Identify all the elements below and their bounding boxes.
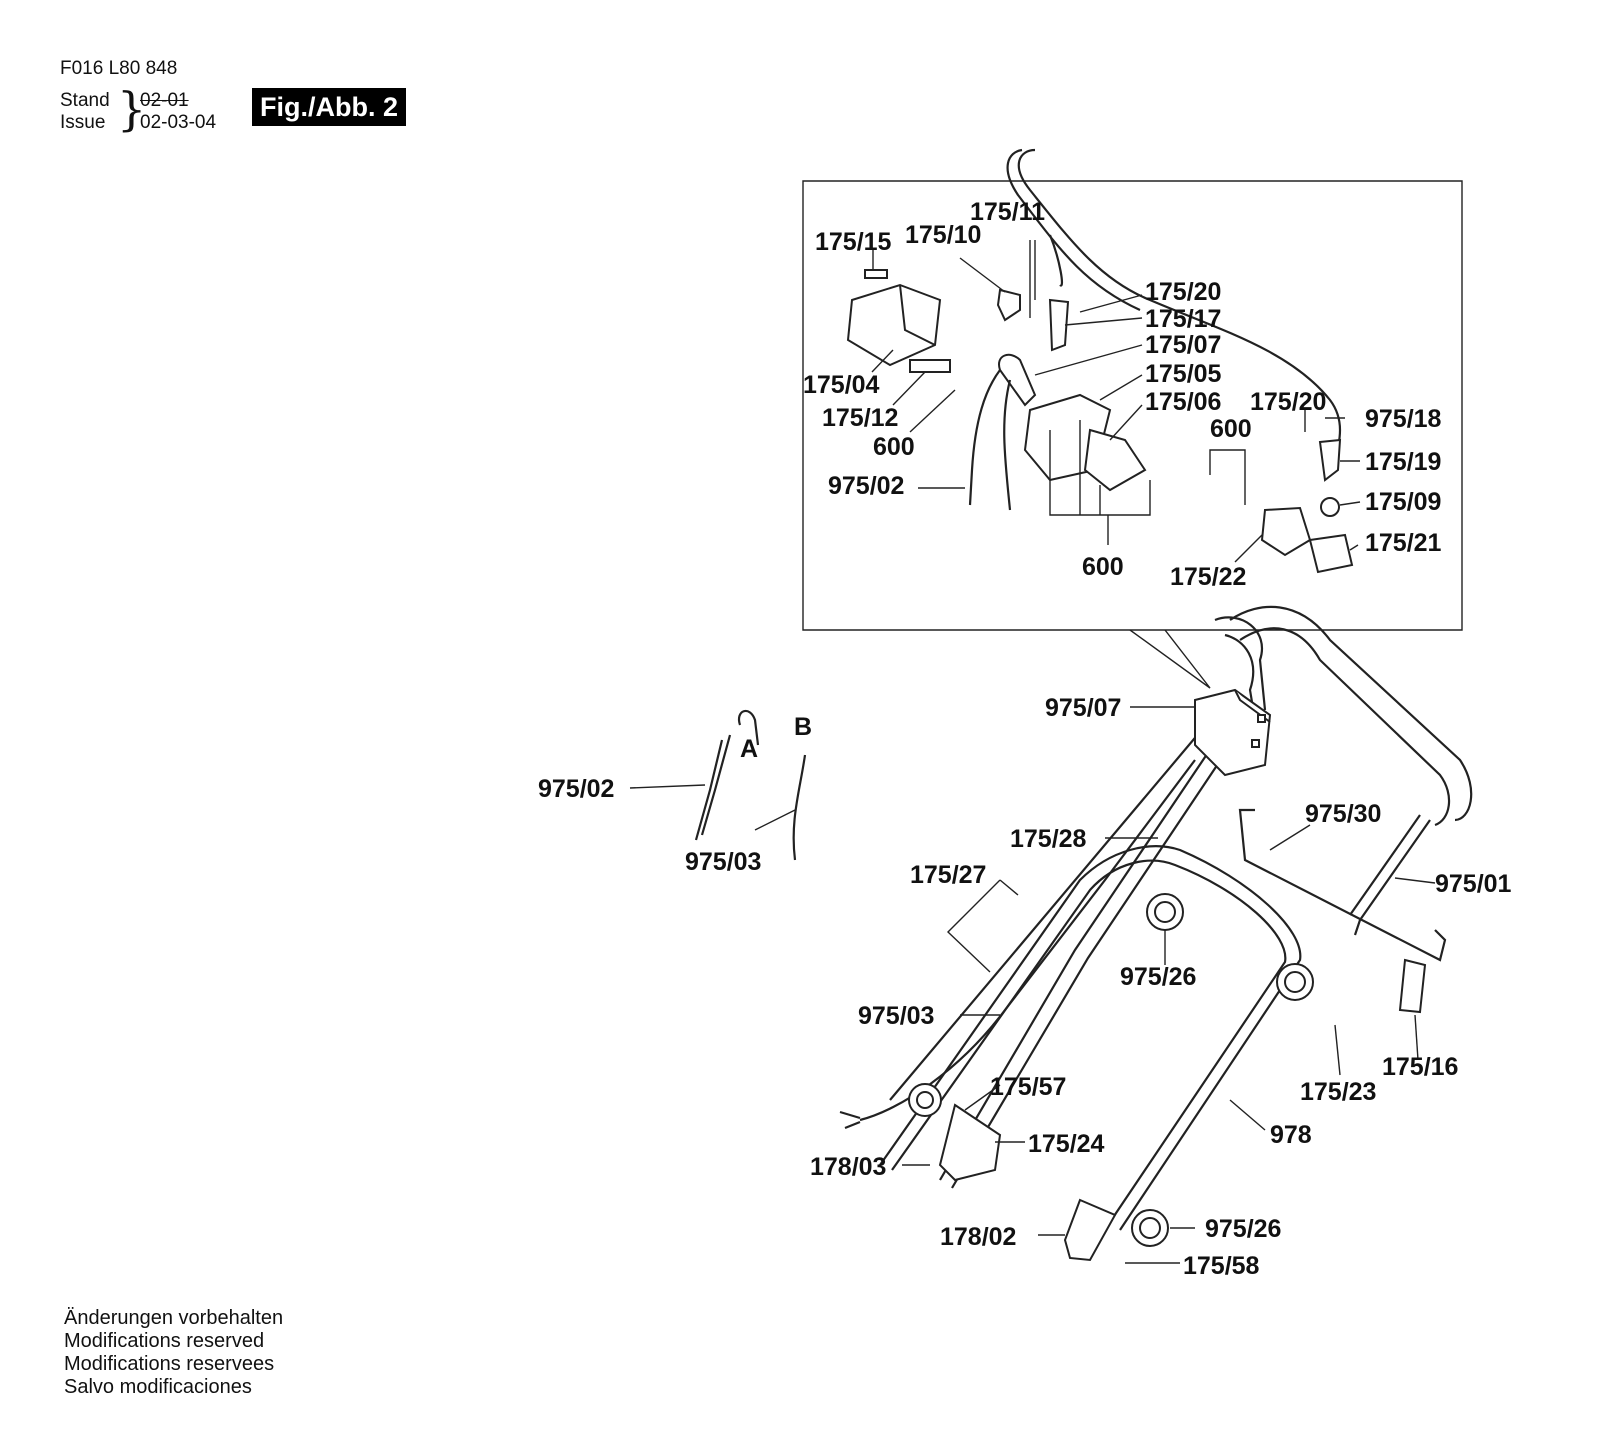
knob-975-26-right — [1276, 963, 1314, 1001]
cable-clamp-175-07 — [998, 353, 1037, 407]
label-175-23: 175/23 — [1300, 1078, 1376, 1106]
issue-date: 02-03-04 — [140, 112, 217, 133]
spring-175-09 — [1320, 497, 1340, 517]
label-175-20-upper: 175/20 — [1145, 278, 1221, 306]
label-975-03-upper: 975/03 — [685, 848, 761, 876]
document-number: F016 L80 848 — [60, 58, 178, 79]
cap-175-21 — [1308, 533, 1354, 574]
part-175-12 — [909, 359, 951, 373]
label-975-03-lower: 975/03 — [858, 1002, 934, 1030]
figure-label: Fig./Abb. 2 — [252, 88, 406, 126]
bracket-178-03 — [938, 1103, 1002, 1182]
part-175-19 — [1318, 438, 1342, 482]
modifications-notice: Änderungen vorbehalten Modifications res… — [64, 1307, 283, 1399]
label-175-16: 175/16 — [1382, 1053, 1458, 1081]
label-975-07: 975/07 — [1045, 694, 1121, 722]
label-975-26-upper: 975/26 — [1120, 963, 1196, 991]
switch-box-975-07 — [1194, 688, 1272, 777]
knob-lower-left — [908, 1083, 942, 1117]
label-600-right: 600 — [1210, 415, 1252, 443]
label-175-04: 175/04 — [803, 371, 880, 399]
label-975-02: 975/02 — [538, 775, 614, 803]
label-975-01: 975/01 — [1435, 870, 1512, 898]
label-175-09: 175/09 — [1365, 488, 1441, 516]
leader-lines — [629, 240, 1436, 1264]
strip-175-15 — [864, 269, 888, 279]
label-178-03: 178/03 — [810, 1153, 886, 1181]
cable-975-02-detail — [968, 369, 1001, 506]
label-175-20-right: 175/20 — [1250, 388, 1326, 416]
label-175-15: 175/15 — [815, 228, 892, 256]
label-600-bottom: 600 — [1082, 553, 1124, 581]
stand-date-old: 02-01 — [140, 90, 189, 111]
label-175-27: 175/27 — [910, 861, 986, 889]
label-175-10: 175/10 — [905, 221, 981, 249]
clip-175-16 — [1398, 958, 1427, 1014]
cable-detail-a-b — [694, 709, 807, 861]
label-175-17: 175/17 — [1145, 305, 1221, 333]
part-number-labels: 175/11 175/15 175/10 175/20 175/17 175/0… — [538, 198, 1512, 1280]
label-175-19: 175/19 — [1365, 448, 1441, 476]
bracket-178-02 — [1063, 1198, 1117, 1262]
label-975-18: 975/18 — [1365, 405, 1442, 433]
label-175-11: 175/11 — [970, 198, 1045, 226]
detail-inset — [802, 180, 1463, 689]
part-175-17 — [1048, 298, 1070, 352]
label-975-02-detail: 975/02 — [828, 472, 904, 500]
label-175-07: 175/07 — [1145, 331, 1221, 359]
stand-label: Stand — [60, 90, 110, 111]
knob-975-26-lower — [1131, 1209, 1169, 1247]
issue-label: Issue — [60, 112, 106, 133]
label-175-22: 175/22 — [1170, 563, 1246, 591]
brace-symbol: } — [117, 82, 147, 136]
label-178-02: 178/02 — [940, 1223, 1016, 1251]
label-975-26-lower: 975/26 — [1205, 1215, 1281, 1243]
notice-german: Änderungen vorbehalten — [64, 1307, 284, 1329]
label-978: 978 — [1270, 1121, 1312, 1149]
label-175-21: 175/21 — [1365, 529, 1442, 557]
part-175-22 — [1260, 506, 1312, 557]
lever-175-10 — [996, 288, 1021, 322]
label-B: B — [794, 713, 812, 741]
notice-english: Modifications reserved — [64, 1330, 265, 1352]
notice-french: Modifications reservees — [64, 1353, 275, 1375]
label-A: A — [740, 735, 758, 763]
knob-975-26-upper — [1146, 893, 1184, 931]
label-600-left: 600 — [873, 433, 915, 461]
label-975-30: 975/30 — [1305, 800, 1381, 828]
notice-spanish: Salvo modificaciones — [64, 1376, 252, 1398]
label-175-05: 175/05 — [1145, 360, 1222, 388]
switch-housing-175-04 — [846, 283, 942, 367]
cover-175-06 — [1083, 428, 1147, 492]
cable-975-03 — [859, 759, 1196, 1122]
label-175-12: 175/12 — [822, 404, 898, 432]
label-175-06: 175/06 — [1145, 388, 1221, 416]
label-175-28: 175/28 — [1010, 825, 1087, 853]
label-175-24: 175/24 — [1028, 1130, 1105, 1158]
label-175-57: 175/57 — [990, 1073, 1066, 1101]
label-175-58: 175/58 — [1183, 1252, 1260, 1280]
